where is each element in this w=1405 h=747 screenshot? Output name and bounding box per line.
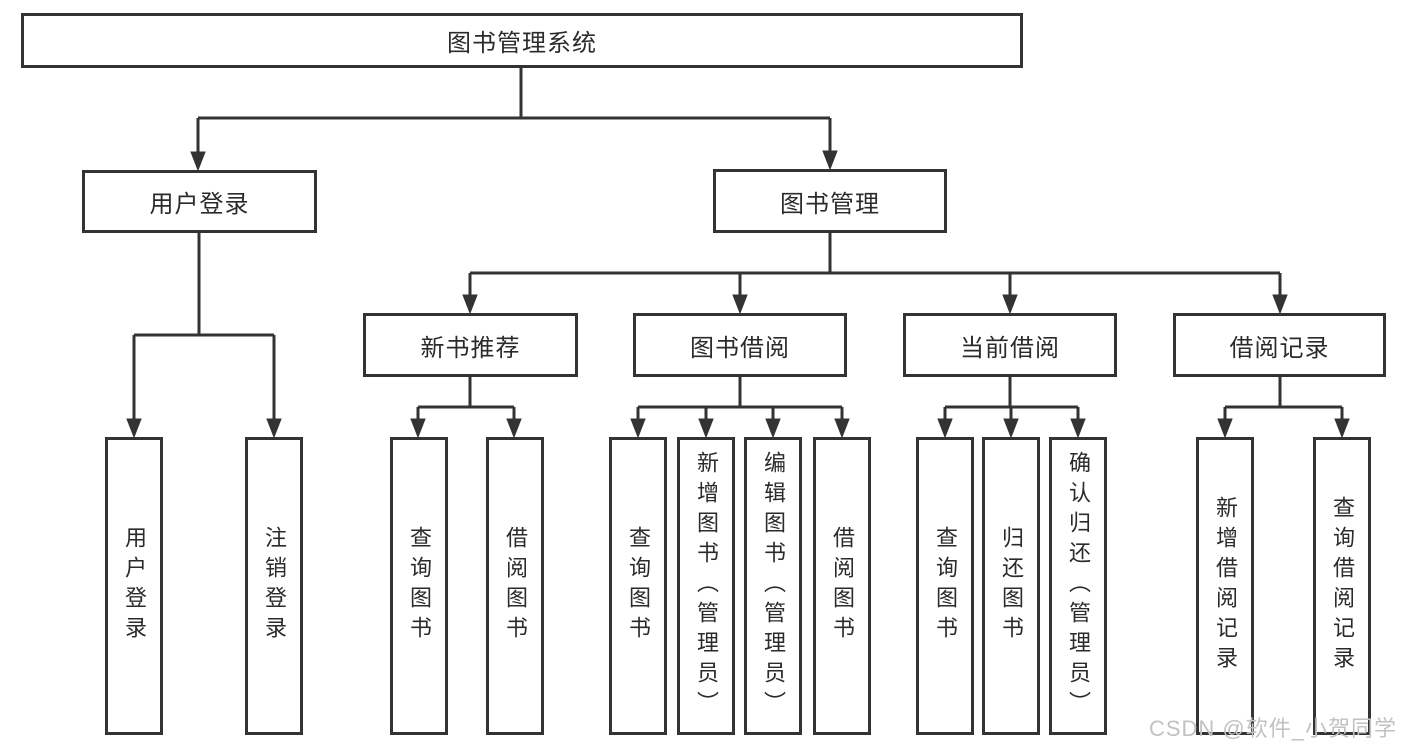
leaf-return-books: 归还图书 (982, 437, 1040, 735)
leaf-add-books-admin: 新增图书（管理员） (677, 437, 735, 735)
leaf-user-login: 用户登录 (105, 437, 163, 735)
leaf-query-books-recommend: 查询图书 (390, 437, 448, 735)
node-book-management: 图书管理 (713, 169, 947, 233)
node-borrowing-records: 借阅记录 (1173, 313, 1386, 377)
leaf-borrow-books-recommend: 借阅图书 (486, 437, 544, 735)
node-library-management-system: 图书管理系统 (21, 13, 1023, 68)
node-book-borrowing: 图书借阅 (633, 313, 847, 377)
leaf-confirm-return-admin: 确认归还（管理员） (1049, 437, 1107, 735)
leaf-add-borrow-record: 新增借阅记录 (1196, 437, 1254, 735)
node-new-book-recommendation: 新书推荐 (363, 313, 578, 377)
leaf-edit-books-admin: 编辑图书（管理员） (744, 437, 802, 735)
csdn-watermark: CSDN @软件_小贺同学 (1148, 716, 1397, 741)
leaf-borrow-books: 借阅图书 (813, 437, 871, 735)
leaf-logout: 注销登录 (245, 437, 303, 735)
leaf-query-books-borrowing: 查询图书 (609, 437, 667, 735)
leaf-query-books-current: 查询图书 (916, 437, 974, 735)
leaf-query-borrow-record: 查询借阅记录 (1313, 437, 1371, 735)
node-user-login: 用户登录 (82, 170, 317, 233)
node-current-borrowing: 当前借阅 (903, 313, 1117, 377)
